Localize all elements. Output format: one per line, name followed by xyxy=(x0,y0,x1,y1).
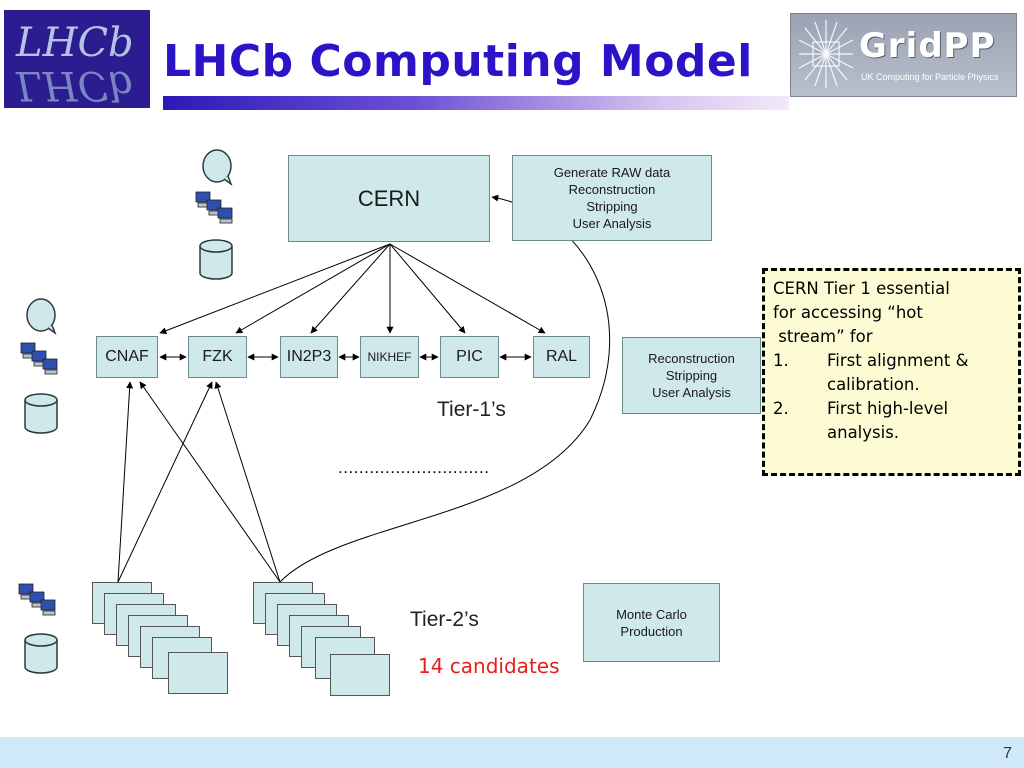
tier1-site-in2p3: IN2P3 xyxy=(280,336,338,378)
tier2-role: Monte Carlo xyxy=(616,606,687,622)
title-underline xyxy=(163,96,789,110)
globe-icon xyxy=(26,298,57,335)
note-list-item: 2. First high-level analysis. xyxy=(773,397,1010,445)
computers-icon xyxy=(20,342,58,375)
tier1-role: Stripping xyxy=(665,368,718,383)
gridpp-logo-text: GridPP xyxy=(859,26,996,66)
candidates-count: 14 candidates xyxy=(418,654,560,678)
page-number: 7 xyxy=(1003,745,1012,762)
tier2-stack-right xyxy=(253,582,403,702)
tier1-label: Tier-1’s xyxy=(437,398,506,421)
tier2-role: Production xyxy=(620,623,683,639)
tier1-roles-box: Reconstruction Stripping User Analysis xyxy=(622,337,761,414)
tier1-role: Reconstruction xyxy=(648,351,735,366)
slide-footer xyxy=(0,737,1024,768)
database-icon xyxy=(24,393,58,434)
tier1-site-cnaf: CNAF xyxy=(96,336,158,378)
note-line: for accessing “hot xyxy=(773,303,923,322)
tier2-label: Tier-2’s xyxy=(410,608,479,631)
cern-tier1-note: CERN Tier 1 essential for accessing “hot… xyxy=(762,268,1021,476)
note-line: CERN Tier 1 essential xyxy=(773,279,950,298)
database-icon xyxy=(24,633,58,674)
tier1-ellipsis: ............................. xyxy=(338,458,490,477)
tier2-site xyxy=(168,652,228,694)
globe-icon xyxy=(202,149,233,186)
gridpp-logo: GridPP UK Computing for Particle Physics xyxy=(790,13,1017,97)
tier1-role: User Analysis xyxy=(652,385,731,400)
tier1-site-ral: RAL xyxy=(533,336,590,378)
cern-role: Reconstruction xyxy=(568,182,656,197)
computers-icon xyxy=(195,191,233,224)
computers-icon xyxy=(18,583,56,616)
note-item-text: First alignment & calibration. xyxy=(827,351,969,394)
tier2-site xyxy=(330,654,390,696)
gridpp-logo-subtitle: UK Computing for Particle Physics xyxy=(861,72,999,82)
tier2-roles-box: Monte Carlo Production xyxy=(583,583,720,662)
cern-node: CERN xyxy=(288,155,490,242)
cern-roles-box: Generate RAW data Reconstruction Strippi… xyxy=(512,155,712,241)
note-item-number: 1. xyxy=(773,351,789,370)
tier2-stack-left xyxy=(92,582,242,702)
tier1-site-fzk: FZK xyxy=(188,336,247,378)
cern-role: Stripping xyxy=(586,199,638,214)
cern-role: Generate RAW data xyxy=(553,165,671,180)
lhcb-logo-text: LHCb xyxy=(16,20,134,66)
tier1-site-pic: PIC xyxy=(440,336,499,378)
note-line: stream” for xyxy=(773,327,873,346)
note-list-item: 1. First alignment & calibration. xyxy=(773,349,1010,397)
database-icon xyxy=(199,239,233,280)
lhcb-logo: LHCb LHCb xyxy=(4,10,150,108)
note-item-text: First high-level analysis. xyxy=(827,399,949,442)
tier1-site-nikhef: NIKHEF xyxy=(360,336,419,378)
cern-role: User Analysis xyxy=(572,216,652,231)
page-title: LHCb Computing Model xyxy=(163,36,753,87)
grid-mesh-icon xyxy=(798,20,854,88)
note-item-number: 2. xyxy=(773,399,789,418)
